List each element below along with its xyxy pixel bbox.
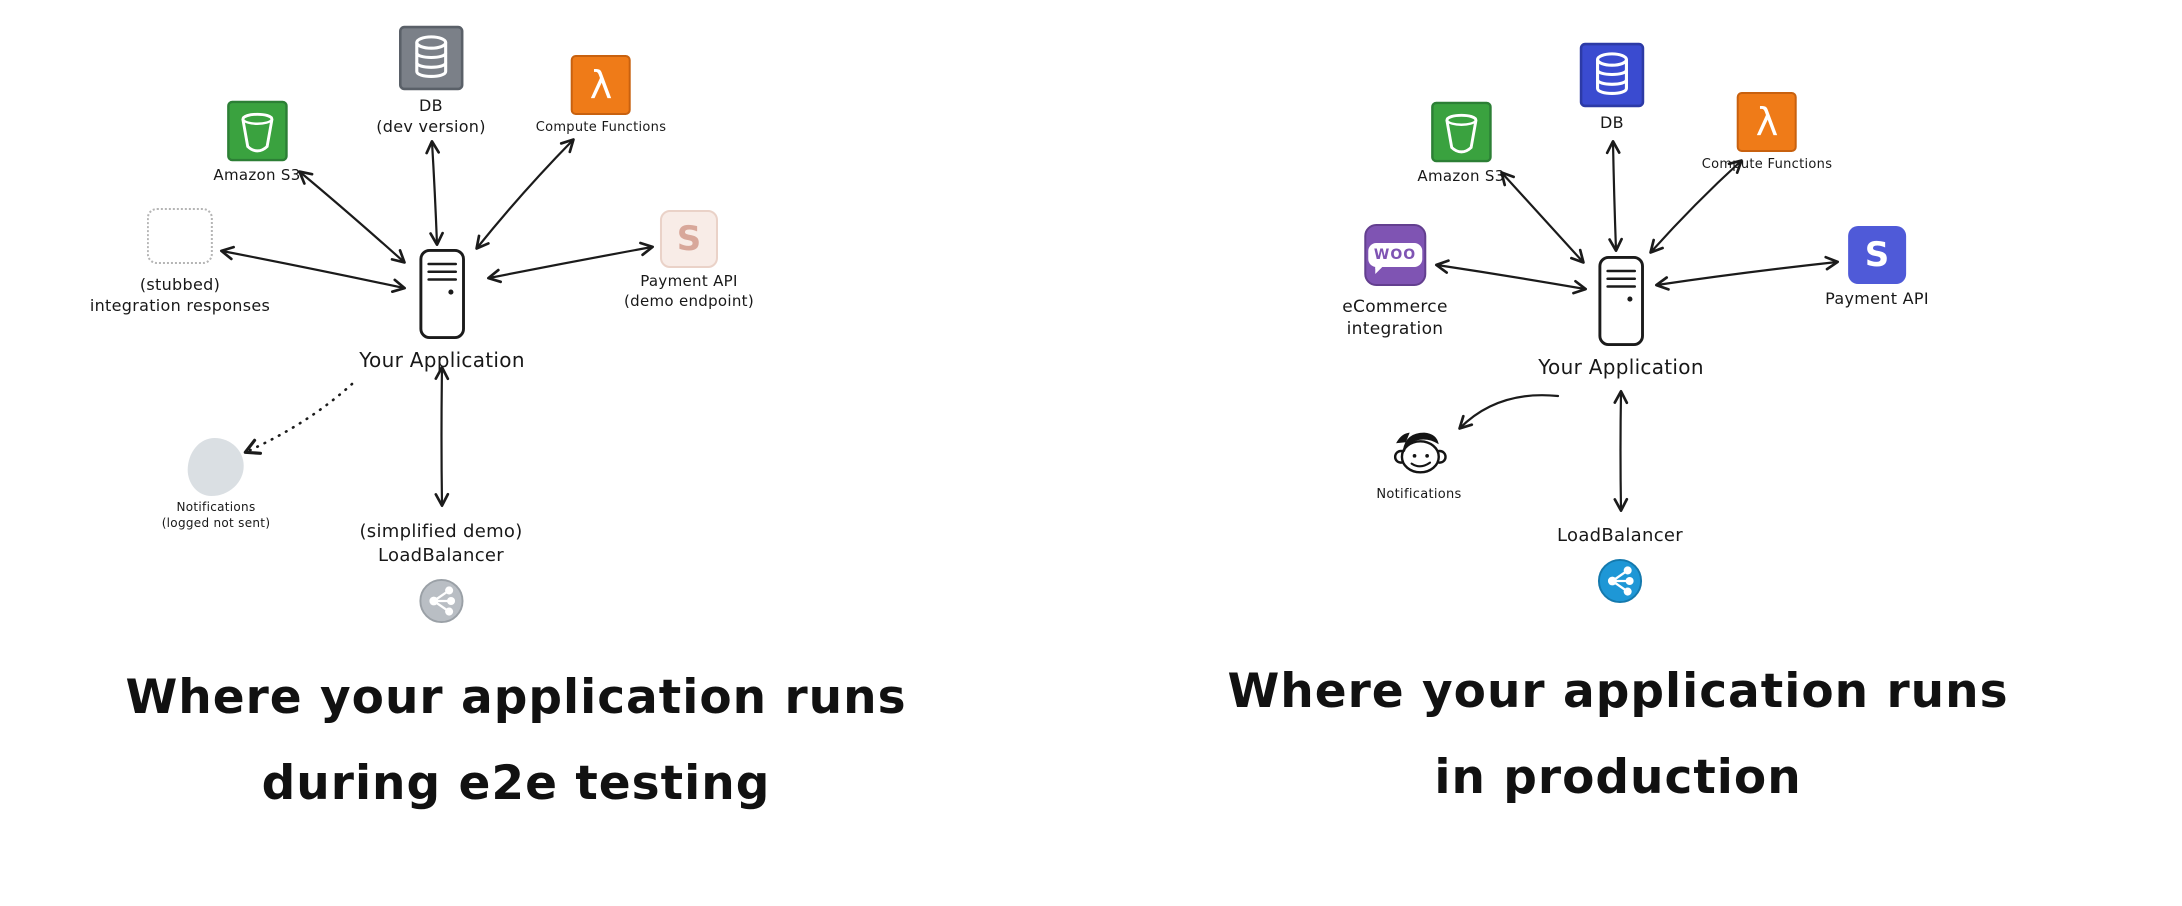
arrow-e2e-server-loadbalancer	[434, 365, 450, 508]
node-label: Notifications	[1376, 487, 1462, 502]
arrow-prod-server-ecommerce	[1435, 259, 1587, 295]
woocommerce-icon: WOO	[1364, 224, 1426, 286]
node-label: DB	[419, 96, 443, 115]
node-sublabel: (dev version)	[376, 117, 486, 137]
node-e2e-db: DB (dev version)	[376, 25, 486, 137]
node-e2e-payment-api: S Payment API (demo endpoint)	[624, 210, 754, 312]
node-e2e-amazon-s3: Amazon S3	[213, 100, 300, 186]
diagram-title-production-line2: in production	[1434, 750, 1802, 805]
node-label: Compute Functions	[535, 120, 667, 135]
node-prod-your-application: Your Application	[1538, 254, 1704, 380]
node-sublabel: (logged not sent)	[161, 515, 271, 530]
arrow-prod-server-loadbalancer	[1613, 389, 1629, 513]
node-prod-amazon-s3: Amazon S3	[1417, 101, 1504, 187]
node-sublabel: (demo endpoint)	[623, 291, 755, 310]
node-prod-compute-functions: λ Compute Functions	[1702, 92, 1833, 173]
stripe-letter: S	[1864, 235, 1890, 275]
server-icon	[1598, 255, 1644, 347]
database-icon	[1579, 42, 1645, 108]
node-prod-loadbalancer: LoadBalancer	[1557, 524, 1683, 604]
node-e2e-notifications: Notifications (logged not sent)	[162, 438, 271, 532]
arrow-e2e-server-payment	[487, 241, 654, 284]
arrow-prod-server-db	[1605, 139, 1623, 253]
stripe-letter: S	[676, 219, 702, 259]
arrow-e2e-server-lambda	[475, 138, 575, 250]
load-balancer-icon	[418, 578, 464, 623]
node-e2e-stubbed-integrations: (stubbed) integration responses	[90, 208, 270, 316]
notifications-ghost-icon	[187, 438, 244, 496]
stripe-icon: S	[1848, 226, 1906, 284]
node-label: (stubbed)	[139, 275, 221, 294]
amazon-s3-icon	[1430, 101, 1492, 163]
node-label: DB	[1600, 113, 1624, 132]
mailchimp-monkey-icon	[1393, 432, 1447, 474]
arrow-prod-server-s3	[1500, 171, 1585, 264]
node-sublabel: integration responses	[89, 296, 271, 316]
diagram-title-e2e-line2: during e2e testing	[261, 756, 771, 811]
node-label: Payment API	[1825, 289, 1929, 308]
diagram-title-e2e-line1: Where your application runs	[125, 670, 907, 725]
center-label: Your Application	[1538, 355, 1704, 379]
node-sublabel: integration	[1346, 319, 1444, 340]
node-label: Amazon S3	[213, 166, 301, 184]
stubbed-box-icon	[146, 208, 213, 264]
node-label: Notifications	[176, 500, 256, 514]
lambda-glyph: λ	[589, 63, 613, 107]
stripe-icon-faded: S	[660, 210, 718, 268]
node-label: Payment API	[640, 272, 738, 290]
node-prod-notifications: Notifications	[1376, 420, 1461, 503]
node-label: LoadBalancer	[1557, 525, 1683, 546]
arrow-e2e-server-stubbed	[220, 245, 406, 293]
amazon-s3-icon	[226, 100, 288, 162]
arrow-prod-server-lambda	[1649, 159, 1743, 254]
node-prod-payment-api: S Payment API	[1825, 226, 1929, 309]
woo-bubble: WOO	[1367, 243, 1423, 274]
node-label: eCommerce	[1342, 297, 1448, 317]
database-icon	[398, 25, 464, 91]
center-label: Your Application	[359, 348, 525, 372]
diagram-title-production-line1: Where your application runs	[1227, 664, 2009, 719]
node-label: Amazon S3	[1417, 167, 1505, 185]
node-sublabel: LoadBalancer	[378, 544, 504, 566]
node-label: Compute Functions	[1701, 157, 1833, 172]
lambda-glyph: λ	[1755, 100, 1779, 144]
lambda-icon: λ	[1737, 92, 1797, 152]
server-icon	[419, 248, 465, 340]
node-prod-ecommerce-integration: WOO eCommerce integration	[1342, 224, 1447, 341]
node-e2e-loadbalancer: (simplified demo) LoadBalancer	[359, 520, 522, 624]
load-balancer-icon	[1597, 558, 1643, 603]
node-label: (simplified demo)	[359, 521, 523, 542]
node-e2e-compute-functions: λ Compute Functions	[536, 55, 667, 136]
node-e2e-your-application: Your Application	[359, 247, 525, 373]
arrow-e2e-server-db	[425, 139, 444, 247]
lambda-icon: λ	[571, 55, 631, 115]
arrow-prod-server-payment	[1655, 255, 1839, 291]
arrow-prod-server-notifications	[1458, 394, 1560, 430]
node-prod-db: DB	[1579, 42, 1645, 133]
